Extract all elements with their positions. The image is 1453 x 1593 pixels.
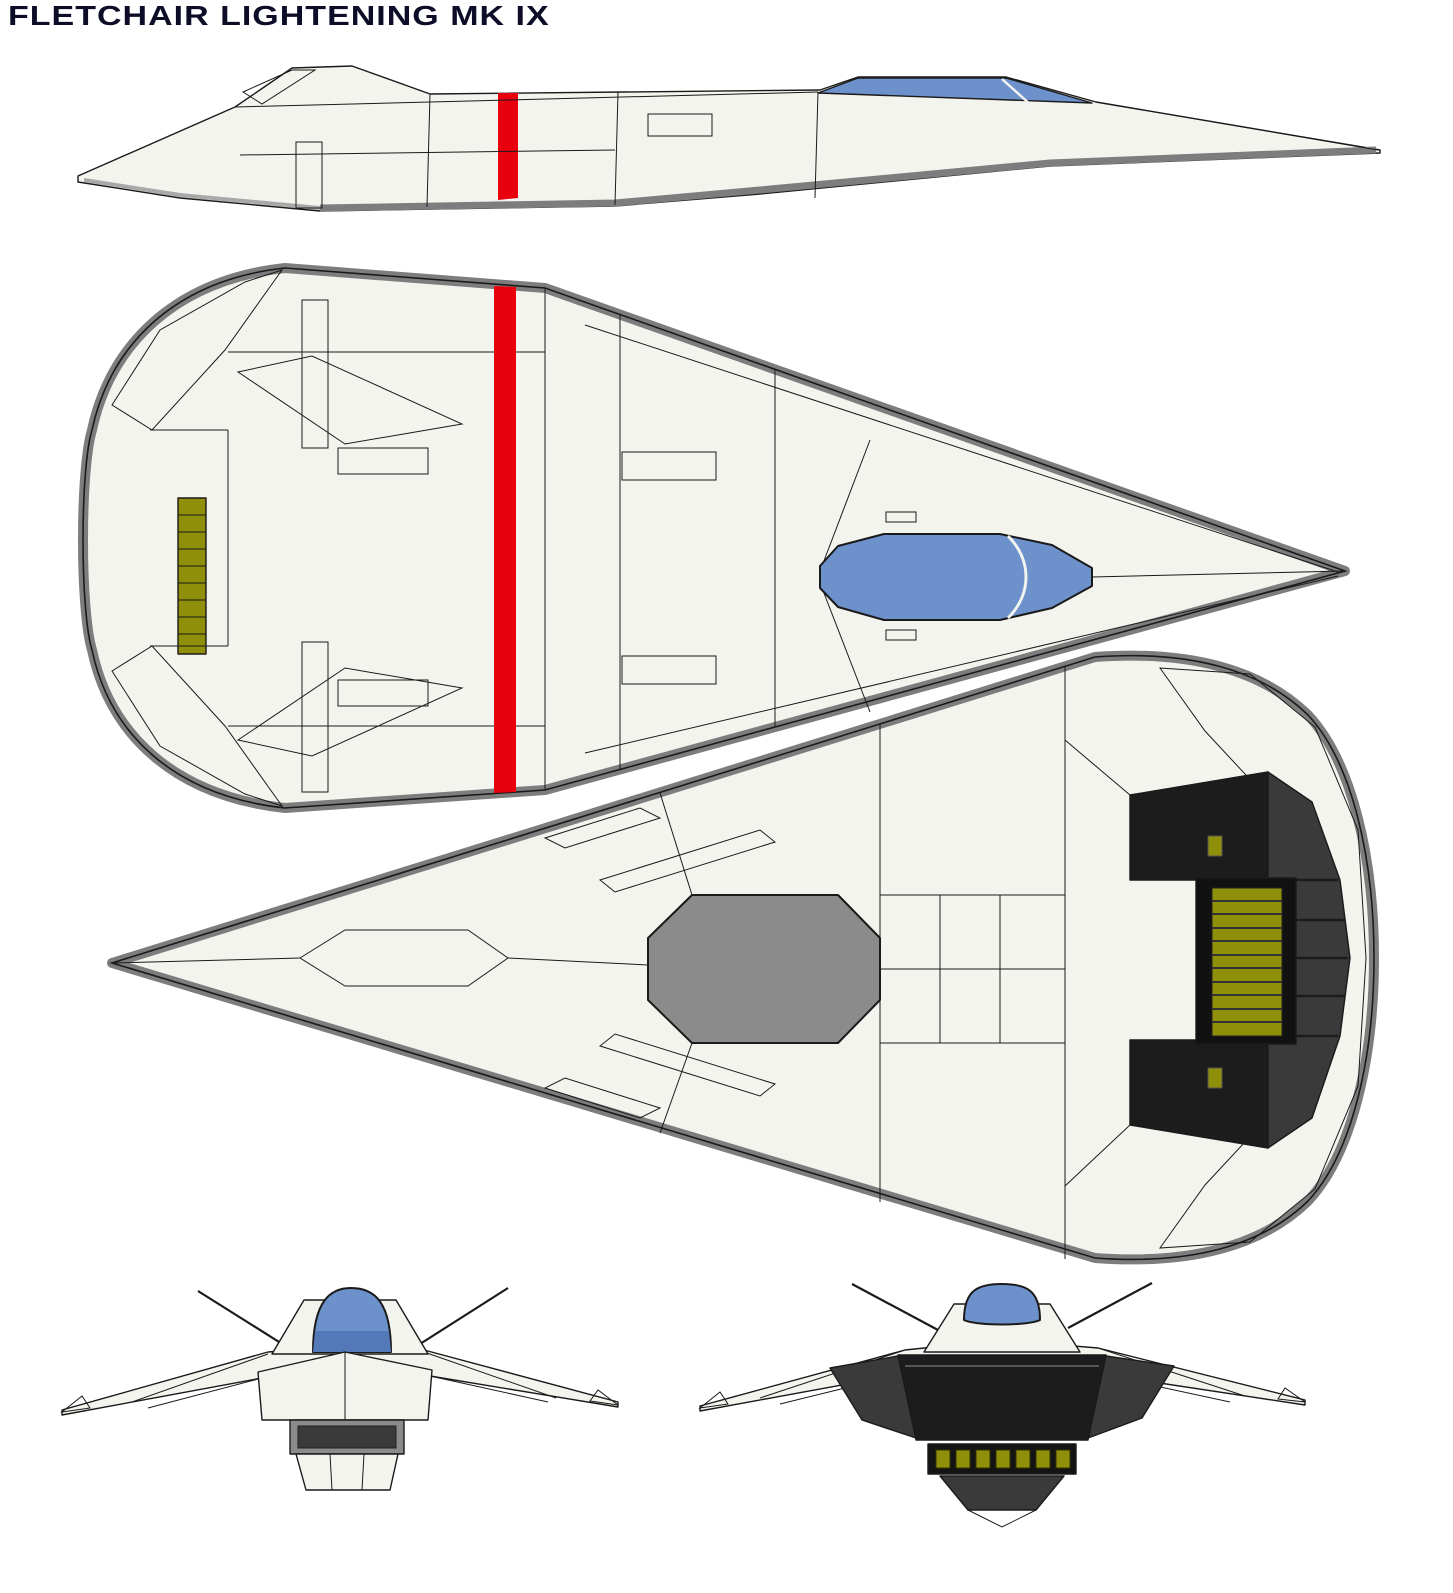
top-hatch-lower: [621, 655, 717, 685]
rear-winglet-right: [1277, 1387, 1306, 1403]
front-winglet-left: [60, 1395, 91, 1413]
side-panel-lines: [234, 91, 1379, 208]
engine-grille-bars: [1212, 900, 1282, 1023]
bottom-view: [107, 650, 1379, 1265]
top-wingroot-lower: [236, 667, 464, 757]
side-view: [77, 65, 1381, 212]
rear-light-cells: [935, 1449, 1071, 1469]
rear-antenna-right-icon: [1067, 1282, 1153, 1329]
front-intake: [297, 1425, 397, 1449]
top-panel-lines: [150, 288, 1346, 790]
front-chin-seam-left: [329, 1453, 333, 1491]
top-spine-strip-lower: [301, 641, 329, 793]
front-canopy-lower: [313, 1331, 391, 1352]
side-red-stripe: [498, 93, 518, 200]
top-marker-orange-upper: [885, 511, 917, 523]
bottom-chevron-stripes: [543, 807, 777, 1119]
rear-view: [698, 1282, 1306, 1528]
bottom-fuselage-outline: [109, 654, 1375, 1261]
side-gear-strip: [295, 141, 323, 209]
side-belly-band: [319, 146, 1377, 212]
top-vent: [177, 497, 207, 655]
side-fuselage: [77, 65, 1381, 212]
front-winglet-right: [589, 1389, 619, 1406]
rear-engine-block: [897, 1354, 1107, 1441]
front-crease-lines: [131, 1351, 557, 1409]
front-antenna-right-icon: [419, 1287, 509, 1345]
side-canopy-seam: [1001, 78, 1033, 107]
side-fin-shade: [241, 69, 317, 105]
rear-winglet-left: [698, 1391, 729, 1409]
front-chin: [295, 1453, 399, 1491]
top-fuselage-outline: [82, 267, 1348, 809]
side-panel-gray: [647, 113, 713, 137]
top-view: [78, 263, 1350, 813]
drawing-title: FLETCHAIR LIGHTENING MK IX: [8, 0, 550, 32]
rear-chin-tip: [967, 1509, 1037, 1528]
engine-light-upper: [1207, 835, 1223, 857]
bottom-panel-lines: [111, 667, 1131, 1259]
side-tail-band: [83, 178, 321, 210]
rear-chin: [939, 1475, 1065, 1511]
top-panel-dark-lower: [337, 679, 429, 707]
top-spine-strip-upper: [301, 299, 329, 449]
bottom-engine: [1129, 771, 1351, 1149]
top-marker-orange-lower: [885, 629, 917, 641]
top-canopy-seam: [1006, 534, 1028, 620]
top-red-stripe: [494, 286, 516, 793]
front-antenna-left-icon: [197, 1290, 288, 1348]
bottom-bay-dark: [647, 894, 881, 1044]
engine-grille: [1211, 887, 1283, 1037]
front-chin-seam-right: [361, 1453, 365, 1491]
front-view: [60, 1287, 619, 1491]
rear-canopy: [963, 1283, 1041, 1326]
engine-light-lower: [1207, 1067, 1223, 1089]
top-canopy: [819, 533, 1093, 621]
rear-canopy-fairing: [923, 1303, 1081, 1353]
top-hatch-upper: [621, 451, 717, 481]
bottom-panel-white: [879, 894, 1066, 1044]
rear-antenna-left-icon: [851, 1283, 939, 1331]
top-wingroot-upper: [236, 355, 464, 445]
top-panel-dark-upper: [337, 447, 429, 475]
